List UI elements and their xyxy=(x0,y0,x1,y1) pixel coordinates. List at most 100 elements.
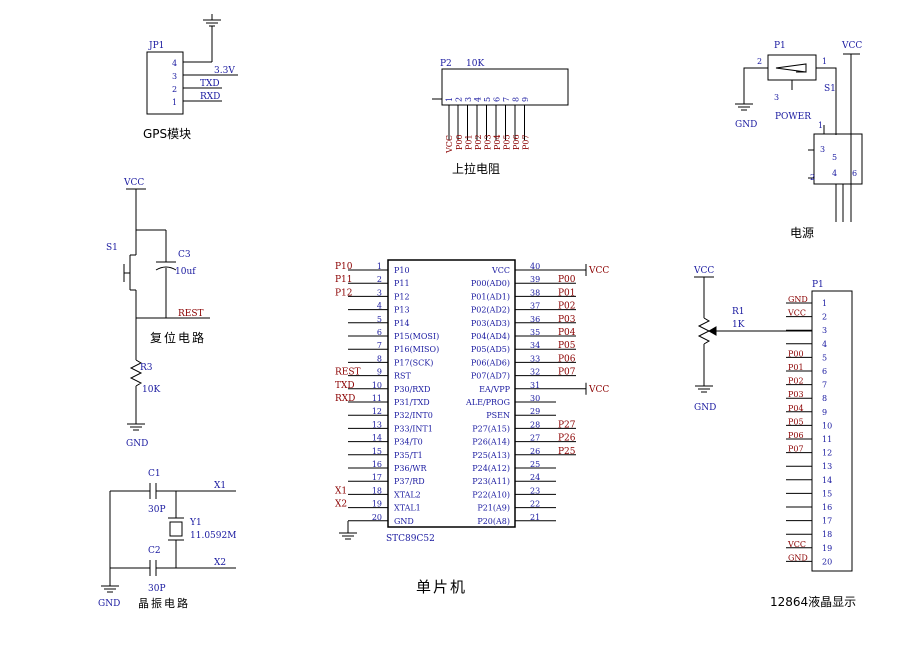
power-caption: 电源 xyxy=(790,226,814,240)
pullup-net-P00: P00 xyxy=(455,134,464,150)
lcd-ref: P1 xyxy=(812,280,824,290)
mcu-pin-num-38: 38 xyxy=(530,288,540,297)
mcu-pin-num-13: 13 xyxy=(372,420,382,429)
mcu-pin-name-23: P22(A10) xyxy=(472,490,510,499)
lcd-pin-15: 15 xyxy=(822,489,832,498)
mcu-net-P07: P07 xyxy=(558,368,576,378)
power-sw-pin-3: 3 xyxy=(820,145,825,154)
lcd-pin-18: 18 xyxy=(822,530,832,539)
mcu-pin-name-27: P26(A14) xyxy=(472,438,510,447)
mcu-net-vcc: VCC xyxy=(588,385,609,395)
mcu-pin-num-40: 40 xyxy=(530,262,540,271)
reset-gnd-label: GND xyxy=(126,439,148,449)
mcu-pin-num-11: 11 xyxy=(372,394,382,403)
mcu-pin-num-32: 32 xyxy=(530,368,540,377)
power-sw-pin-4: 4 xyxy=(832,169,837,178)
mcu-pin-name-34: P05(AD5) xyxy=(471,345,510,354)
mcu-net-vcc: VCC xyxy=(588,266,609,276)
gps-module: JP1 4 3 2 1 3.3V TXD RXD GPS模块 xyxy=(143,14,238,141)
pullup-ref: P2 xyxy=(440,59,452,69)
crystal-y-value: 11.0592M xyxy=(190,531,236,541)
lcd-net-P01: P01 xyxy=(788,363,804,372)
lcd-net-GND: GND xyxy=(788,295,808,304)
mcu-pin-num-17: 17 xyxy=(372,473,382,482)
pullup-net-P06: P06 xyxy=(512,134,521,150)
mcu-net-P12: P12 xyxy=(335,288,353,298)
lcd-net-P03: P03 xyxy=(788,390,804,399)
mcu-net-RXD: RXD xyxy=(335,394,355,404)
mcu-pin-num-3: 3 xyxy=(377,288,382,297)
pullup-pin-5: 5 xyxy=(483,97,492,102)
mcu-pin-name-11: P31/TXD xyxy=(394,398,430,407)
mcu-pin-name-14: P34/T0 xyxy=(394,438,423,447)
pullup-caption: 上拉电阻 xyxy=(452,161,500,176)
mcu-net-P00: P00 xyxy=(558,275,576,285)
gps-pin-1: 1 xyxy=(172,98,177,107)
mcu-pin-num-2: 2 xyxy=(377,275,382,284)
mcu-pin-name-28: P27(A15) xyxy=(472,424,510,433)
mcu-net-TXD: TXD xyxy=(335,381,355,391)
mcu-pin-num-14: 14 xyxy=(372,434,382,443)
reset-vcc-label: VCC xyxy=(123,178,144,188)
gps-pin-3: 3 xyxy=(172,72,177,81)
pullup-pin-9: 9 xyxy=(521,97,530,102)
pullup-pin-2: 2 xyxy=(455,97,464,102)
crystal-c2-ref: C2 xyxy=(148,546,161,556)
mcu-pin-name-12: P32/INT0 xyxy=(394,411,433,420)
mcu-pin-num-5: 5 xyxy=(377,315,382,324)
power-switch-label: POWER xyxy=(775,112,811,122)
power-jack-pin-3: 3 xyxy=(774,93,779,102)
gps-net-txd: TXD xyxy=(200,79,220,89)
mcu-pin-num-18: 18 xyxy=(372,486,382,495)
mcu-pin-num-7: 7 xyxy=(377,341,382,350)
mcu-pin-num-25: 25 xyxy=(530,460,540,469)
power-jack-pin-2: 2 xyxy=(757,57,762,66)
mcu-pin-num-4: 4 xyxy=(377,302,382,311)
mcu-pin-name-22: P21(A9) xyxy=(477,504,510,513)
mcu-pin-num-16: 16 xyxy=(372,460,382,469)
pullup-net-P02: P02 xyxy=(474,134,483,150)
mcu-pin-name-5: P14 xyxy=(394,319,410,328)
lcd-net-P06: P06 xyxy=(788,431,804,440)
power-jack-pin-1: 1 xyxy=(822,57,827,66)
lcd-pin-5: 5 xyxy=(822,353,827,362)
reset-res-value: 10K xyxy=(142,385,160,395)
power-sw-pin-6: 6 xyxy=(852,169,857,178)
mcu-pin-num-24: 24 xyxy=(530,473,540,482)
lcd-net-P00: P00 xyxy=(788,349,804,358)
mcu-pin-num-31: 31 xyxy=(530,381,540,390)
mcu-net-P04: P04 xyxy=(558,328,576,338)
mcu-net-P02: P02 xyxy=(558,302,576,312)
mcu-pin-num-12: 12 xyxy=(372,407,382,416)
power-gnd-label: GND xyxy=(735,120,757,130)
power-vcc-label: VCC xyxy=(841,41,862,51)
mcu-pin-name-36: P03(AD3) xyxy=(471,319,510,328)
mcu-pin-name-17: P37/RD xyxy=(394,477,425,486)
mcu-net-P03: P03 xyxy=(558,315,576,325)
gps-pin-4: 4 xyxy=(172,59,177,68)
mcu-pin-num-23: 23 xyxy=(530,486,540,495)
mcu-pin-name-37: P02(AD2) xyxy=(471,306,510,315)
mcu-pin-name-6: P15(MOSI) xyxy=(394,332,439,341)
mcu-pin-num-21: 21 xyxy=(530,513,540,522)
lcd-pin-20: 20 xyxy=(822,557,832,566)
mcu-pin-num-19: 19 xyxy=(372,500,382,509)
crystal-c1-ref: C1 xyxy=(148,469,161,479)
mcu-pin-name-16: P36/WR xyxy=(394,464,427,473)
mcu-pin-name-9: RST xyxy=(394,372,412,381)
mcu-net-P11: P11 xyxy=(335,275,353,285)
reset-caption: 复位电路 xyxy=(150,330,206,345)
mcu-pin-num-9: 9 xyxy=(377,368,382,377)
mcu-pin-name-26: P25(A13) xyxy=(472,451,510,460)
mcu-pin-num-1: 1 xyxy=(377,262,382,271)
mcu-net-P05: P05 xyxy=(558,341,576,351)
mcu-pin-num-15: 15 xyxy=(372,447,382,456)
pullup-pin-1: 1 xyxy=(445,97,454,102)
mcu-pin-name-7: P16(MISO) xyxy=(394,345,439,354)
mcu-pin-num-33: 33 xyxy=(530,354,540,363)
lcd-pin-11: 11 xyxy=(822,435,832,444)
